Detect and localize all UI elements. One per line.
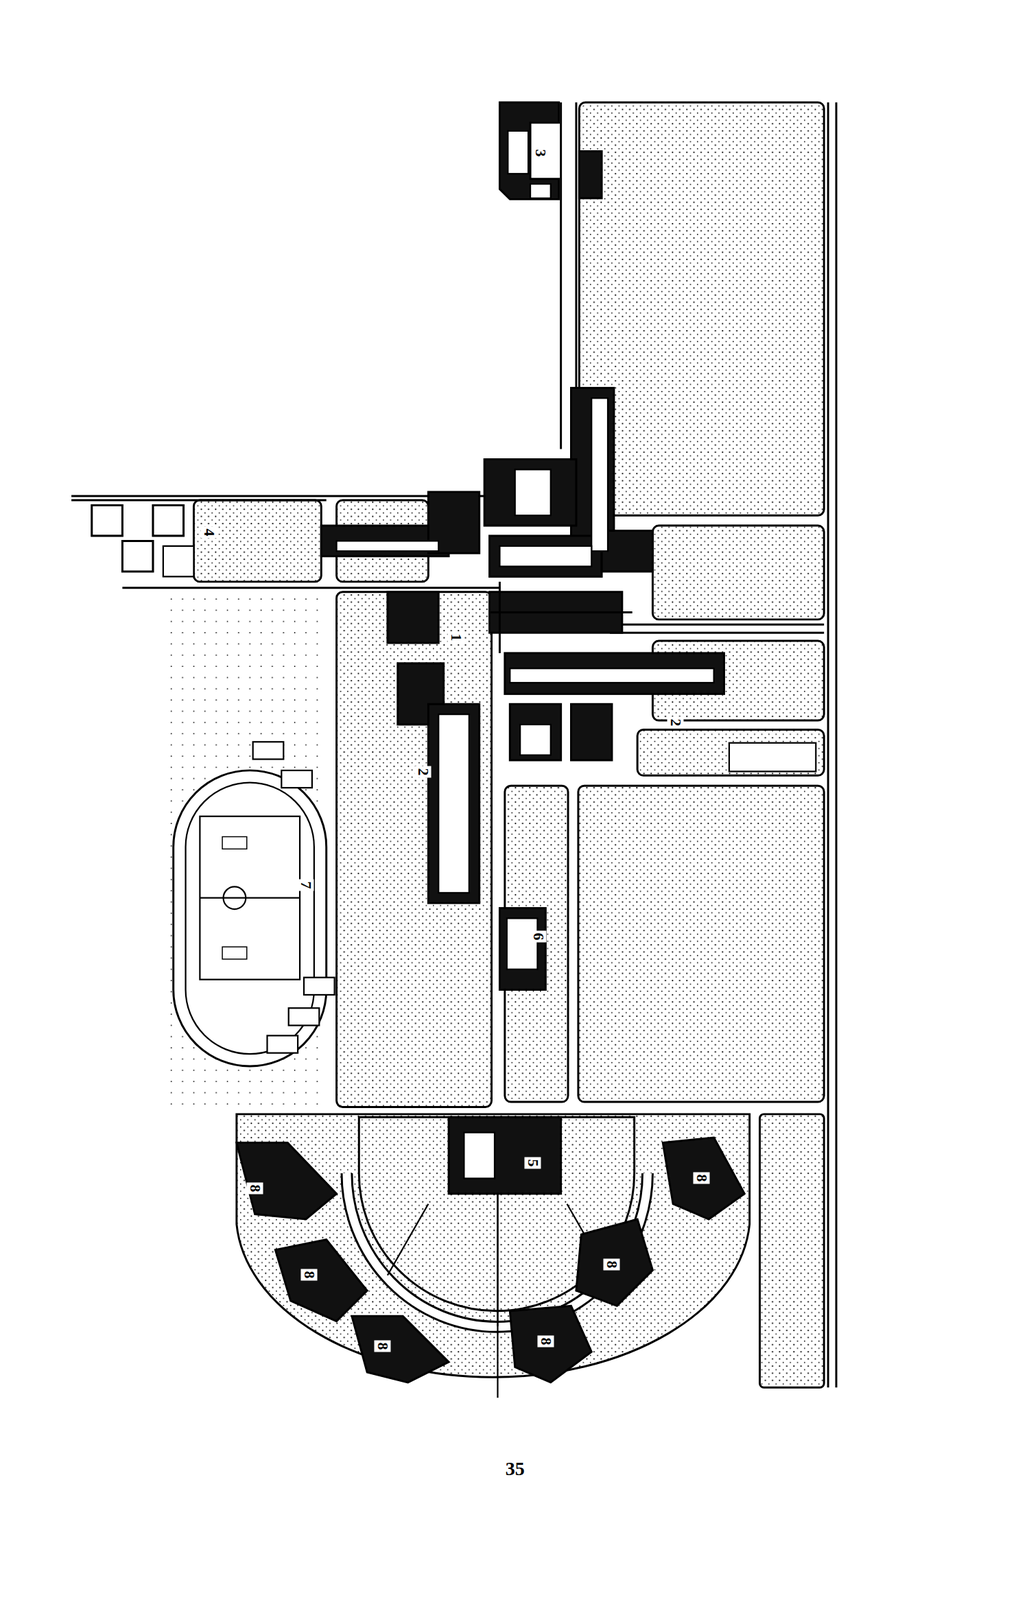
page-number: 35	[503, 1458, 527, 1480]
callout-number: 8	[373, 1340, 391, 1353]
callout-number: 4	[200, 526, 218, 539]
callout-number: 2	[666, 716, 684, 728]
callout-number: 8	[603, 1258, 621, 1271]
callout-number: 1	[447, 631, 465, 644]
callout-number: 7	[297, 879, 315, 892]
callout-number: 3	[532, 146, 549, 159]
callout-number: 8	[693, 1172, 711, 1185]
callout-number: 8	[246, 1181, 264, 1194]
callout-number: 2	[415, 766, 432, 778]
callout-number: 8	[537, 1334, 554, 1347]
callout-number: 8	[300, 1269, 317, 1281]
callout-number: 6	[530, 930, 547, 942]
callout-number: 5	[524, 1156, 541, 1169]
